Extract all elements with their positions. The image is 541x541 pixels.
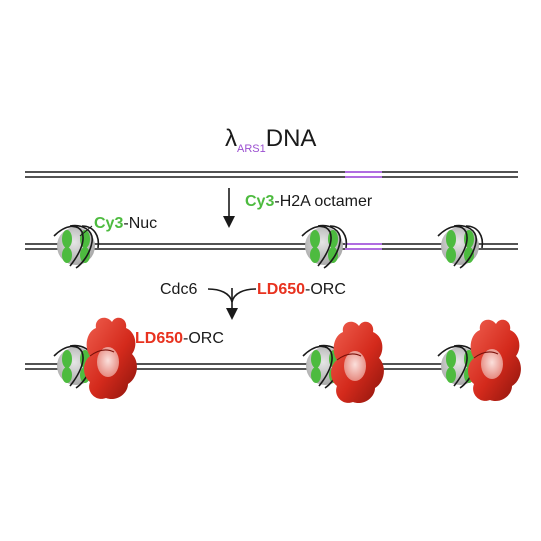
nuc-label: Cy3-Nuc [94, 215, 157, 233]
step2-orc-dye: LD650 [257, 281, 306, 298]
title-lambda: λ [225, 125, 237, 152]
orc-label-rest: -ORC [183, 330, 224, 347]
nuc-label-dye: Cy3 [94, 215, 124, 232]
step1-dye: Cy3 [245, 193, 275, 210]
title-subscript: ARS1 [237, 143, 266, 155]
cdc6-label: Cdc6 [160, 281, 198, 298]
nuc-label-rest: -Nuc [123, 215, 158, 232]
orc-complex-icon [331, 321, 384, 404]
dna-naked [25, 171, 518, 178]
orc-complex-icon [468, 319, 521, 402]
orc-label: LD650-ORC [135, 330, 224, 348]
nucleosome-icon [301, 224, 348, 269]
title-dna: DNA [265, 125, 317, 152]
step2-orc-label: LD650-ORC [257, 281, 346, 299]
orc-label-dye: LD650 [135, 330, 184, 347]
nuc-label-leader [79, 225, 93, 237]
step1-rest: -H2A octamer [274, 193, 373, 210]
dna-chromatin [25, 243, 518, 250]
page-title: λARS1DNA [225, 125, 316, 155]
nucleosome-icon [53, 224, 100, 269]
down-arrow-icon [223, 188, 235, 228]
down-arrow-icon [207, 288, 257, 320]
nucleosome-icon [437, 224, 484, 269]
step1-label: Cy3-H2A octamer [245, 193, 372, 211]
orc-complex-icon [84, 317, 137, 400]
step2-orc-rest: -ORC [305, 281, 346, 298]
